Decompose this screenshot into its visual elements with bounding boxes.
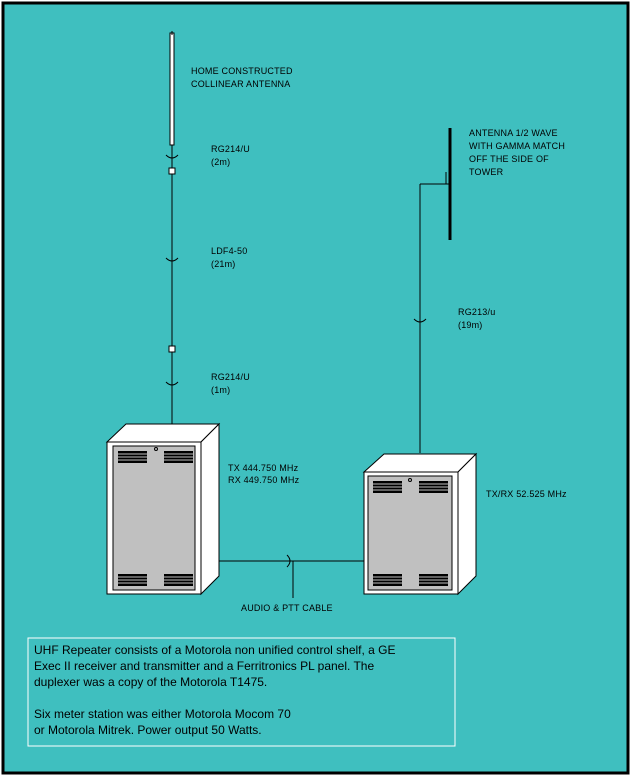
cable-marker-audio-ptt: [286, 554, 291, 568]
uhf-bottom-cable-length: (1m): [211, 385, 230, 395]
vent-grille: [373, 481, 402, 493]
description-line: Six meter station was either Motorola Mo…: [34, 707, 291, 721]
description-box: [27, 637, 456, 747]
vent-grille: [118, 451, 147, 463]
vent-grille: [419, 481, 448, 493]
collinear-label-line1: HOME CONSTRUCTED: [191, 66, 293, 76]
half-wave-label-line2: WITH GAMMA MATCH: [469, 141, 565, 151]
six-meter-cable-length: (19m): [458, 320, 483, 330]
description-line: Exec II receiver and transmitter and a F…: [34, 659, 374, 673]
cable-marker-uhf-main: [165, 257, 179, 262]
description-line: duplexer was a copy of the Motorola T147…: [34, 675, 267, 689]
half-wave-label-line1: ANTENNA 1/2 WAVE: [469, 128, 558, 138]
uhf-main-cable-type: LDF4-50: [211, 246, 247, 256]
description-line: UHF Repeater consists of a Motorola non …: [34, 643, 396, 657]
connector-bottom: [168, 345, 176, 353]
connector-top: [168, 167, 176, 175]
six-meter-station-cabinet: [362, 452, 478, 596]
uhf-bottom-cable-type: RG214/U: [211, 372, 250, 382]
vent-grille: [373, 574, 402, 586]
uhf-tx-frequency: TX 444.750 MHz: [228, 463, 299, 473]
audio-ptt-label: AUDIO & PTT CABLE: [241, 603, 333, 613]
collinear-antenna: [169, 32, 175, 146]
uhf-top-cable-length: (2m): [211, 157, 230, 167]
cable-marker-six-meter: [413, 318, 427, 323]
vent-grille: [164, 574, 193, 586]
description-line: or Motorola Mitrek. Power output 50 Watt…: [34, 723, 262, 737]
six-meter-cable-type: RG213/u: [458, 307, 495, 317]
half-wave-label-line4: TOWER: [469, 167, 504, 177]
cable-marker-uhf-top: [165, 154, 179, 159]
collinear-label-line2: COLLINEAR ANTENNA: [191, 79, 290, 89]
uhf-main-cable-length: (21m): [211, 259, 236, 269]
cable-marker-uhf-bottom: [165, 381, 179, 386]
half-wave-label-line3: OFF THE SIDE OF: [469, 154, 549, 164]
vent-grille: [164, 451, 193, 463]
uhf-repeater-cabinet: [105, 422, 221, 596]
vent-grille: [118, 574, 147, 586]
six-meter-frequency: TX/RX 52.525 MHz: [486, 489, 567, 499]
uhf-top-cable-type: RG214/U: [211, 144, 250, 154]
vent-grille: [419, 574, 448, 586]
uhf-rx-frequency: RX 449.750 MHz: [228, 475, 300, 485]
